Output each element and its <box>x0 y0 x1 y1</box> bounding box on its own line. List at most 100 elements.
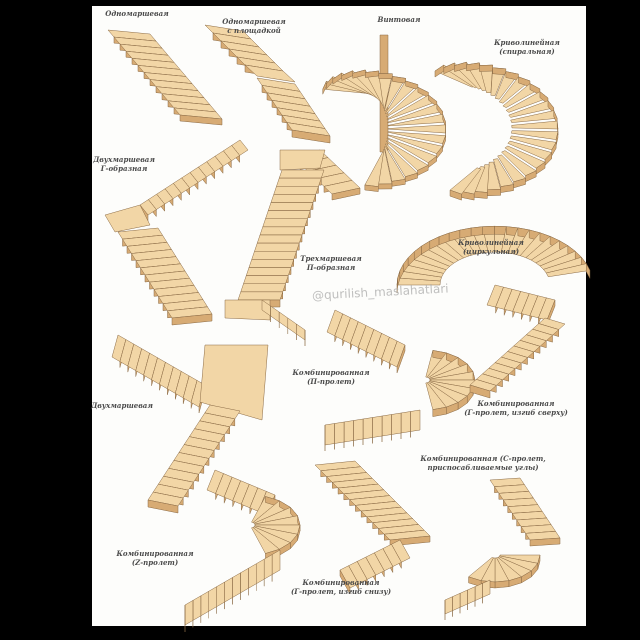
stair-tread <box>254 242 300 252</box>
stair-two-flight-l <box>104 139 249 326</box>
label-text: Комбинированная <box>116 549 194 558</box>
label-two-flight: Двухмаршевая <box>91 401 153 410</box>
stair-riser <box>396 344 406 374</box>
label-text: Комбинированная (С-пролет, <box>420 454 546 463</box>
stair-tread <box>267 202 314 211</box>
stair-riser <box>479 64 493 72</box>
label-text: Г-образная <box>100 164 148 173</box>
stair-riser <box>434 64 445 78</box>
label-text: (П-пролет) <box>307 377 355 386</box>
stair-riser <box>432 406 447 417</box>
label-text: Двухмаршевая <box>91 401 153 410</box>
stair-tread <box>263 554 273 580</box>
label-text: с площадкой <box>227 26 281 35</box>
stair-two-flight <box>111 334 269 514</box>
stair-riser <box>494 580 510 589</box>
stair-tread <box>400 411 411 434</box>
label-combined-g-bottom: Комбинированная(Г-пролет, изгиб снизу) <box>291 578 391 596</box>
stair-tread <box>192 595 202 621</box>
stair-tread <box>324 423 335 446</box>
stair-tread <box>474 582 483 602</box>
label-combined-p: Комбинированная(П-пролет) <box>292 368 369 386</box>
label-text: Трехмаршевая <box>300 254 362 263</box>
stair-tread <box>262 218 308 228</box>
stair-combined-p <box>324 309 476 451</box>
label-text: (циркульная) <box>462 247 520 256</box>
stair-tread <box>265 210 311 219</box>
label-text: (спиральная) <box>499 47 555 56</box>
stair-tread <box>271 549 281 576</box>
stair-riser <box>378 183 393 190</box>
stair-spiral-screw <box>322 34 446 192</box>
stair-riser <box>147 499 179 514</box>
stair-combined-g-top <box>469 284 566 399</box>
stair-tread <box>467 586 476 605</box>
stair-tread <box>452 592 461 612</box>
stair-three-flight <box>224 149 361 346</box>
label-text: Винтовая <box>377 15 421 24</box>
stair-riser <box>470 226 483 237</box>
stair-tread <box>240 567 249 594</box>
stair-tread <box>381 414 392 437</box>
stair-riser <box>469 384 491 399</box>
stair-curved-spiral <box>434 61 559 201</box>
stair-tread <box>270 194 317 203</box>
stair-riser <box>179 114 223 126</box>
stair-tread <box>273 186 319 195</box>
stair-tread <box>216 581 225 608</box>
label-combined-c: Комбинированная (С-пролет,приспосабливае… <box>420 454 545 472</box>
stair-tread <box>224 577 233 603</box>
label-curved-spiral: Криволинейная(спиральная) <box>494 38 560 56</box>
stair-riser <box>339 569 351 595</box>
label-single: Одномаршевая <box>105 9 168 18</box>
stair-tread <box>276 177 322 187</box>
label-text: Одномаршевая <box>105 9 169 18</box>
stair-tread <box>208 586 217 612</box>
stair-tread <box>248 563 257 589</box>
stair-riser <box>586 263 591 279</box>
stair-riser <box>473 191 488 199</box>
stair-single-landing <box>204 24 331 144</box>
landing <box>224 299 271 321</box>
stair-tread <box>387 124 446 134</box>
stair-riser <box>494 225 507 235</box>
stair-tread <box>259 226 306 236</box>
stair-riser <box>449 189 462 201</box>
label-text: Криволинейная <box>494 38 560 47</box>
landing <box>104 204 151 233</box>
stair-riser <box>322 81 327 95</box>
stair-tread <box>334 421 345 444</box>
stair-tread <box>248 259 295 268</box>
stair-tread <box>184 599 194 626</box>
label-combined-z: Комбинированная(Z-пролет) <box>116 549 193 567</box>
stair-tread <box>482 579 491 598</box>
stair-tread <box>353 418 364 441</box>
stair-tread <box>232 572 241 598</box>
stair-combined-z <box>184 469 301 632</box>
stair-tread <box>410 409 421 432</box>
stair-combined-g-bottom <box>314 460 431 595</box>
stair-tread <box>372 415 383 438</box>
stair-riser <box>364 184 379 192</box>
stair-tread <box>237 291 284 301</box>
stair-tread <box>240 283 286 293</box>
stair-tread <box>287 317 297 335</box>
label-text: Комбинированная <box>302 578 380 587</box>
stair-riser <box>331 187 361 201</box>
label-text: (Г-пролет, изгиб сверху) <box>464 408 568 417</box>
stair-tread <box>243 275 289 284</box>
label-text: приспосабливаемые углы) <box>427 463 539 472</box>
stair-tread <box>251 251 297 260</box>
stair-tread <box>245 267 292 276</box>
stair-single <box>107 29 223 126</box>
label-text: Криволинейная <box>458 238 524 247</box>
stair-riser <box>529 537 561 547</box>
stair-tread <box>296 323 306 341</box>
stair-tread <box>270 305 280 323</box>
stair-tread <box>391 412 402 435</box>
stair-tread <box>444 596 453 615</box>
